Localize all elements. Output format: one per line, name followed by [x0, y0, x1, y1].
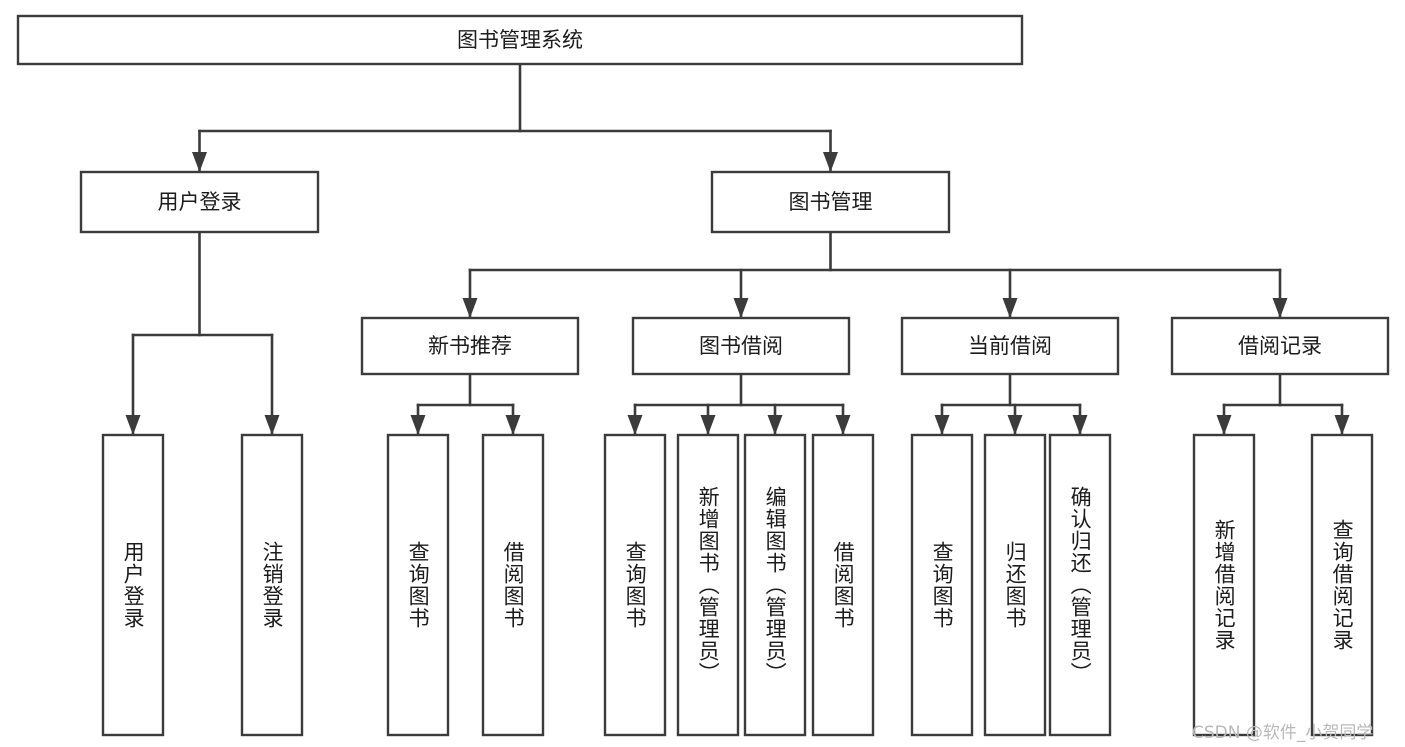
node-box-user-login[interactable]	[79, 170, 320, 234]
arrow-head-icon	[1072, 415, 1088, 435]
arrow-head-icon	[700, 415, 716, 435]
node-box-leaf-return-book[interactable]	[983, 433, 1047, 737]
node-box-new-book-recommend[interactable]	[360, 316, 580, 376]
node-label-book-management: 图书管理	[789, 190, 873, 214]
node-label-current-borrow: 当前借阅	[968, 334, 1052, 358]
connector-layer	[125, 62, 1350, 436]
arrow-head-icon	[627, 415, 643, 435]
node-box-leaf-add-book[interactable]	[676, 433, 740, 737]
node-box-leaf-query-book-current[interactable]	[910, 433, 974, 737]
arrow-head-icon	[462, 298, 478, 318]
arrow-head-icon	[1334, 415, 1350, 435]
node-box-leaf-add-borrow-record[interactable]	[1192, 433, 1256, 737]
node-box-book-management[interactable]	[710, 170, 951, 234]
node-box-leaf-logout[interactable]	[240, 433, 304, 737]
arrow-head-icon	[1007, 415, 1023, 435]
node-box-leaf-confirm-return[interactable]	[1048, 433, 1112, 737]
node-label-new-book-recommend: 新书推荐	[428, 334, 512, 358]
node-label-borrow-record: 借阅记录	[1238, 334, 1322, 358]
node-label-user-login: 用户登录	[158, 190, 242, 214]
arrow-head-icon	[1216, 415, 1232, 435]
node-box-borrow-record[interactable]	[1170, 316, 1390, 376]
arrow-head-icon	[1272, 298, 1288, 318]
node-box-book-borrow[interactable]	[631, 316, 851, 376]
node-label-book-borrow: 图书借阅	[699, 334, 783, 358]
arrow-head-icon	[410, 415, 426, 435]
node-box-leaf-query-borrow-record[interactable]	[1310, 433, 1374, 737]
watermark-text: CSDN @软件_小贺同学	[1192, 723, 1374, 743]
arrow-head-icon	[125, 415, 141, 435]
arrow-head-icon	[1002, 298, 1018, 318]
node-box-layer	[16, 14, 1390, 737]
node-label-root: 图书管理系统	[457, 28, 583, 52]
node-box-root[interactable]	[16, 14, 1024, 66]
node-box-current-borrow[interactable]	[900, 316, 1120, 376]
node-box-leaf-query-book-borrow[interactable]	[603, 433, 667, 737]
node-box-leaf-user-login[interactable]	[101, 433, 165, 737]
node-box-leaf-borrow-book-rec[interactable]	[481, 433, 545, 737]
arrow-head-icon	[192, 152, 207, 172]
arrow-head-icon	[835, 415, 851, 435]
node-box-leaf-query-book-rec[interactable]	[386, 433, 450, 737]
arrow-head-icon	[823, 152, 838, 172]
arrow-head-icon	[934, 415, 950, 435]
arrow-head-icon	[733, 298, 749, 318]
node-box-leaf-borrow-book[interactable]	[811, 433, 875, 737]
arrow-head-icon	[767, 415, 783, 435]
arrow-head-icon	[505, 415, 521, 435]
node-box-leaf-edit-book[interactable]	[743, 433, 807, 737]
arrow-head-icon	[264, 415, 280, 435]
